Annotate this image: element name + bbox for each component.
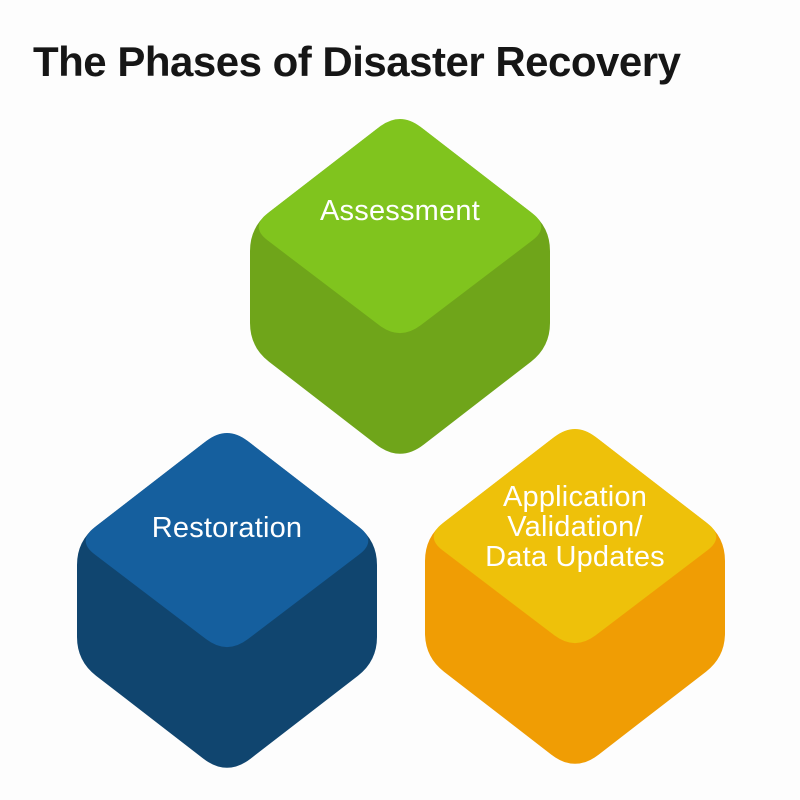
phase-label-line: Data Updates bbox=[485, 541, 665, 573]
phase-cube-application-validation: Application Validation/ Data Updates bbox=[425, 421, 725, 773]
cube-icon bbox=[250, 118, 550, 454]
phase-cube-assessment: Assessment bbox=[250, 111, 550, 463]
phase-label-line: Restoration bbox=[151, 512, 303, 544]
phase-label-restoration: Restoration bbox=[77, 513, 377, 543]
cube-icon bbox=[77, 432, 377, 768]
cube-top-face bbox=[433, 428, 717, 644]
phase-label-application-validation: Application Validation/ Data Updates bbox=[425, 482, 725, 572]
phase-cube-restoration: Restoration bbox=[77, 425, 377, 777]
cube-top-face bbox=[258, 118, 542, 334]
cube-icon bbox=[425, 428, 725, 764]
page-title: The Phases of Disaster Recovery bbox=[33, 38, 681, 85]
phase-label-line: Application bbox=[502, 481, 648, 513]
phase-label-line: Validation/ bbox=[507, 511, 643, 543]
phase-label-assessment: Assessment bbox=[250, 196, 550, 226]
cube-top-face bbox=[85, 432, 369, 648]
phase-label-line: Assessment bbox=[320, 195, 480, 227]
